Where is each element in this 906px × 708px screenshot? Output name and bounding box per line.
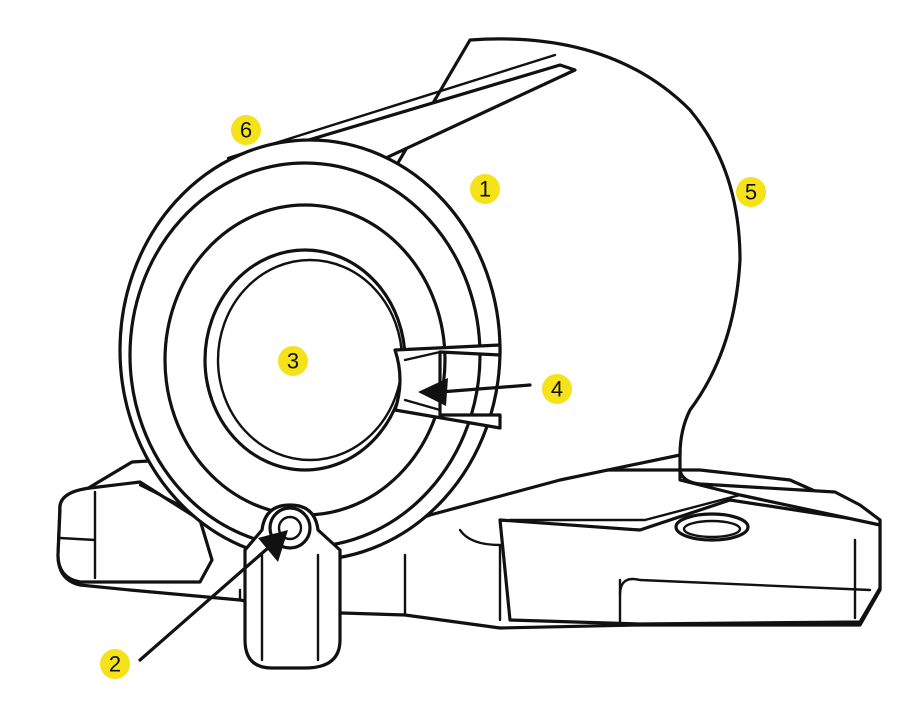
callout-3-dot <box>278 346 308 376</box>
callout-6: 6 <box>231 115 261 145</box>
callout-4-dot <box>542 374 572 404</box>
callout-6-dot <box>231 115 261 145</box>
leader-arrows <box>138 378 532 662</box>
callout-5-dot <box>736 177 766 207</box>
callout-3: 3 <box>278 346 308 376</box>
callout-6-label: 6 <box>240 118 252 143</box>
arrowhead-2 <box>258 530 288 562</box>
callout-5: 5 <box>736 177 766 207</box>
callout-4-label: 4 <box>551 377 563 402</box>
callout-2-dot <box>100 649 130 679</box>
callout-2: 2 <box>100 649 130 679</box>
callout-1-dot <box>470 174 500 204</box>
front-face <box>118 138 502 562</box>
callout-5-label: 5 <box>745 180 757 205</box>
callout-4: 4 <box>542 374 572 404</box>
callout-1-label: 1 <box>479 177 491 202</box>
arrowhead-4 <box>418 378 448 406</box>
callout-2-label: 2 <box>109 652 121 677</box>
callout-1: 1 <box>470 174 500 204</box>
callout-3-label: 3 <box>287 349 299 374</box>
